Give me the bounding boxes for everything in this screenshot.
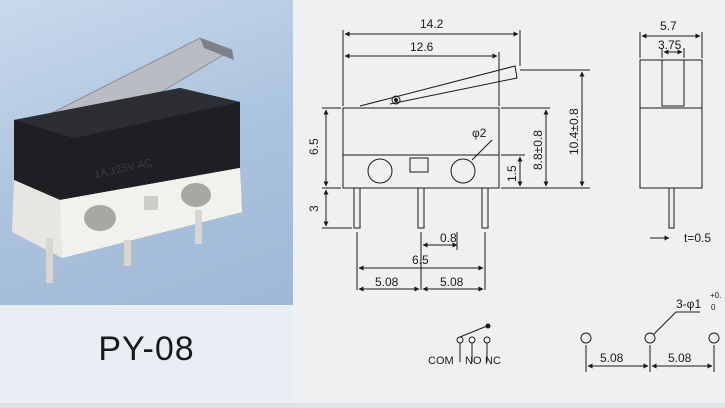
- label-area: [0, 305, 293, 403]
- footprint-holes-label: 3-φ1: [676, 297, 701, 311]
- schematic-nc-terminal: [483, 336, 491, 344]
- lever-edge: [200, 38, 234, 60]
- footprint-pitch-right: 5.08: [668, 351, 692, 365]
- footprint-tol-upper: +0.: [710, 291, 721, 300]
- footprint-tol-lower: 0: [711, 303, 716, 312]
- front-hole-left: [367, 158, 393, 184]
- dim-body-length: 12.6: [410, 40, 434, 54]
- front-pin-com: [353, 187, 361, 229]
- plunger-slot: [144, 196, 158, 210]
- pin-no: [124, 240, 131, 266]
- dim-thickness: t=0.5: [684, 231, 711, 245]
- front-view-lever: [359, 65, 518, 107]
- front-plunger: [409, 157, 429, 173]
- product-photo: 1A 125V AC: [0, 0, 293, 305]
- dim-body-to-hole: 8.8±0.8: [531, 130, 545, 170]
- footprint-hole-1: [580, 332, 592, 344]
- pin-nc: [195, 210, 202, 244]
- footprint-hole-3: [708, 332, 720, 344]
- dim-pitch-right: 5.08: [440, 275, 464, 289]
- schematic-com-terminal: [456, 336, 464, 344]
- mount-hole-left: [84, 205, 116, 231]
- pin-com: [46, 238, 53, 283]
- dim-overall-height: 10.4±0.8: [567, 108, 581, 155]
- side-view-body: [639, 59, 703, 189]
- front-hole-right: [450, 158, 476, 184]
- footprint-pitch-left: 5.08: [600, 351, 624, 365]
- switch-body-lid: [14, 88, 240, 138]
- technical-drawing: 14.2 12.6 6.5 3 φ2 1.5 8.8±0.8 10.4±0.8 …: [307, 17, 721, 372]
- schematic-nc-label: NC: [485, 355, 501, 367]
- dim-side-width: 5.7: [660, 19, 677, 33]
- dim-pitch-left: 5.08: [375, 275, 399, 289]
- side-view-plunger: [661, 59, 685, 107]
- product-photo-panel: 1A 125V AC PY-08: [0, 0, 293, 403]
- dim-side-inner: 3.75: [658, 38, 682, 52]
- dim-hole-height: 1.5: [505, 165, 519, 182]
- dim-pin-length: 3: [307, 205, 321, 212]
- technical-drawing-panel: 14.2 12.6 6.5 3 φ2 1.5 8.8±0.8 10.4±0.8 …: [293, 0, 725, 403]
- micro-switch-illustration: 1A 125V AC: [12, 37, 242, 283]
- front-view-body: [342, 107, 500, 189]
- schematic-no-label: NO: [465, 355, 482, 367]
- schematic-com-label: COM: [428, 355, 454, 367]
- lever-pivot: [391, 95, 401, 105]
- dim-pin-offset: 0.8: [440, 231, 457, 245]
- model-title: PY-08: [98, 330, 195, 368]
- footprint-hole-2: [644, 332, 656, 344]
- mount-hole-right: [181, 183, 211, 207]
- dim-hole-dia: φ2: [472, 126, 487, 140]
- dim-overall-length: 14.2: [420, 17, 444, 31]
- schematic-contact-arm: [459, 325, 488, 338]
- side-view-pin: [668, 187, 675, 229]
- dim-body-height: 6.5: [307, 138, 321, 155]
- dim-pin-span: 6.5: [412, 253, 429, 267]
- schematic-no-terminal: [468, 336, 476, 344]
- front-pin-no: [417, 187, 425, 229]
- front-pin-nc: [481, 187, 489, 229]
